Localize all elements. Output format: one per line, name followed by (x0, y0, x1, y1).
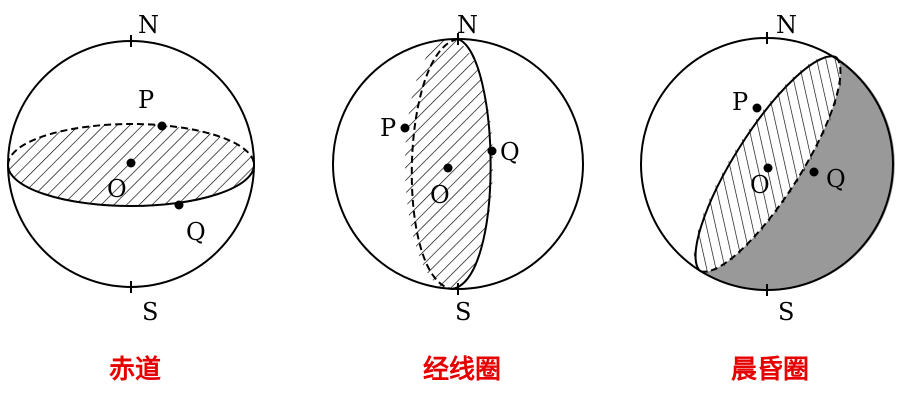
label-q: Q (500, 138, 520, 166)
terminator-diagram: N S P O Q 晨昏圈 (640, 11, 895, 385)
point-o (443, 163, 453, 173)
caption-meridian: 经线圈 (423, 354, 501, 385)
terminator-back-edge (699, 56, 842, 273)
label-n: N (138, 11, 159, 39)
label-s: S (455, 298, 471, 326)
label-q: Q (826, 165, 846, 193)
point-p (752, 103, 762, 113)
meridian-back-edge (410, 38, 459, 290)
equator-front-edge (7, 164, 255, 207)
label-p: P (138, 86, 154, 114)
label-o: O (430, 181, 450, 209)
point-o (763, 163, 773, 173)
point-q (487, 146, 497, 156)
label-n: N (457, 11, 478, 39)
label-n: N (776, 11, 797, 39)
meridian-diagram: N S P O Q 经线圈 (332, 11, 584, 385)
equator-diagram: N S P O Q 赤道 (7, 11, 255, 385)
point-q (174, 200, 184, 210)
label-s: S (142, 298, 158, 326)
label-p: P (380, 114, 396, 142)
label-o: O (750, 171, 770, 199)
equator-back-edge (7, 123, 255, 166)
caption-equator: 赤道 (109, 354, 161, 385)
night-side-shading (700, 57, 895, 291)
point-o (126, 158, 136, 168)
label-s: S (778, 298, 794, 326)
point-q (809, 167, 819, 177)
point-p (157, 121, 167, 131)
caption-terminator: 晨昏圈 (731, 355, 809, 385)
label-o: O (107, 175, 127, 203)
label-q: Q (186, 218, 206, 246)
terminator-front-edge (694, 55, 837, 272)
meridian-front-edge (451, 38, 492, 290)
point-p (400, 123, 410, 133)
label-p: P (732, 88, 748, 116)
